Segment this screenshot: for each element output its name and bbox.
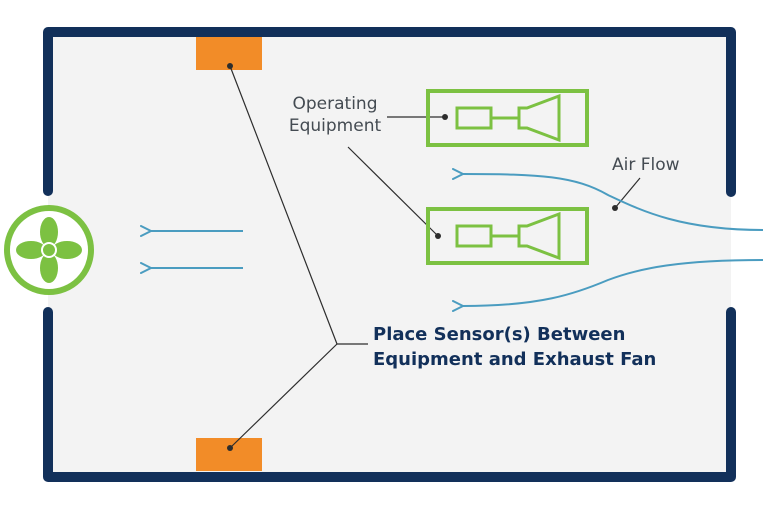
wall-bottom [43,307,736,482]
air-flow-label: Air Flow [612,155,680,175]
sensor-icon [196,438,262,471]
equipment-icon [426,89,589,147]
exhaust-fan-icon [4,205,94,295]
wall-top [43,27,736,197]
leader-line-airflow [614,177,641,209]
operating-equipment-label-line: Equipment [288,116,382,136]
sensor-placement-label: Place Sensor(s) Between Equipment and Ex… [373,322,656,372]
operating-equipment-label-line: Operating [292,94,378,114]
leader-lines [227,63,641,451]
equipment-icon [426,207,589,265]
airflow-arrow-icon [451,259,763,313]
sensor-placement-label-line: Equipment and Exhaust Fan [373,349,657,370]
leader-line-sensor-bottom [229,343,338,449]
room-walls [43,27,736,482]
leader-line-equipment-bottom [347,146,439,237]
operating-equipment-label: Operating Equipment [276,93,394,137]
airflow-arrow-icon [451,167,763,231]
room-floor [48,32,731,477]
airflow-streams [140,167,763,313]
sensor-placement-label-line: Place Sensor(s) Between [373,324,626,345]
